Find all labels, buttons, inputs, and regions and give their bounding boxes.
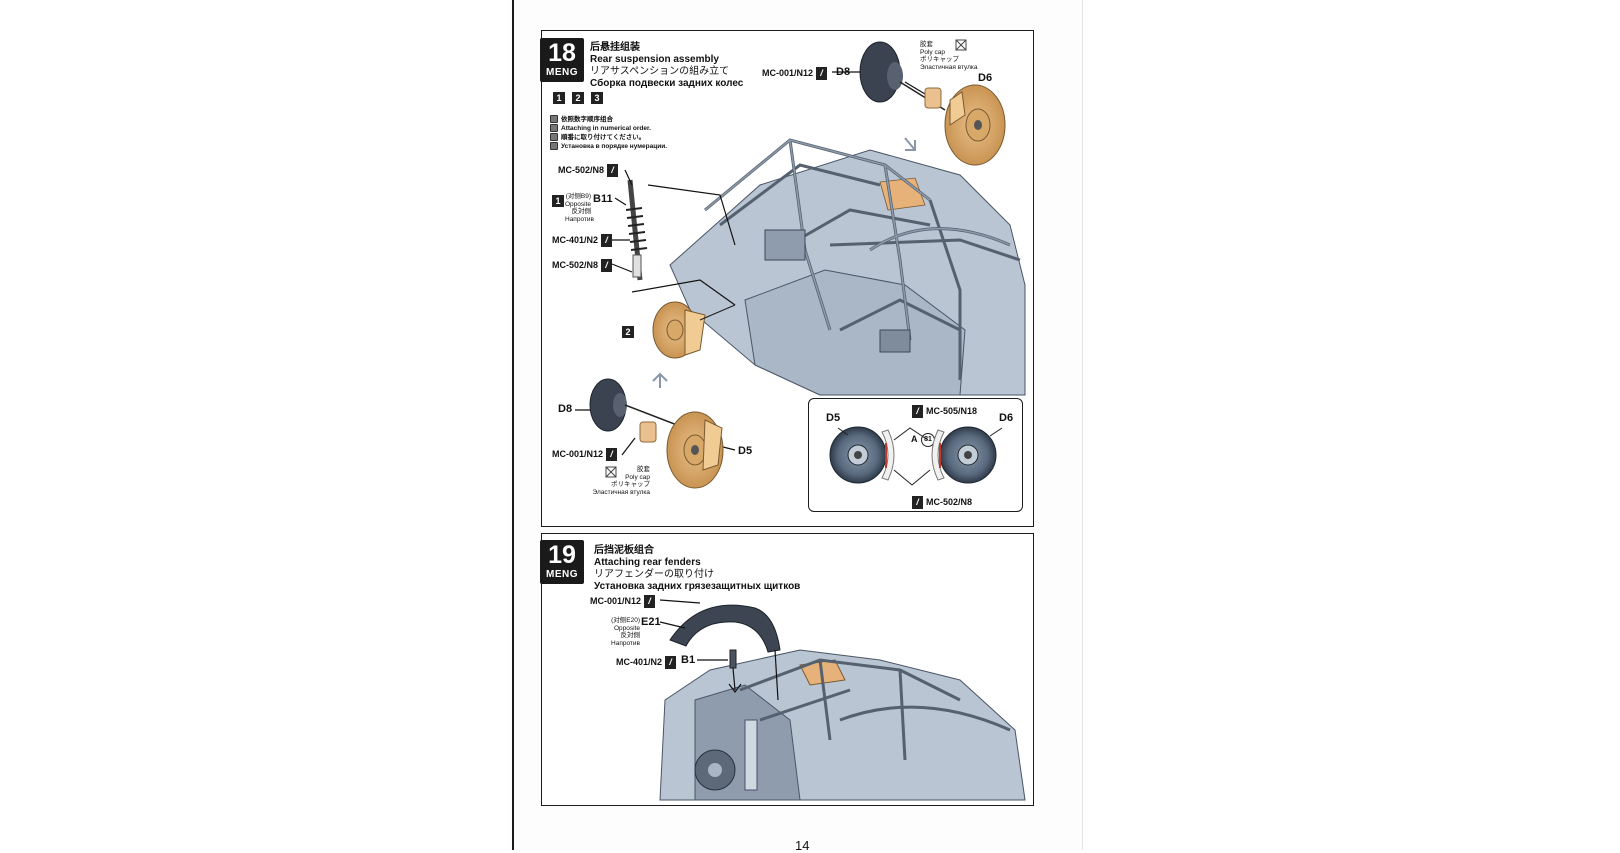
shock-absorber-b11 — [625, 179, 648, 281]
direction-arrows — [652, 137, 916, 388]
rear-chassis-drawing — [669, 138, 1026, 396]
step-18-number: 18 — [548, 39, 576, 67]
step-18-instructions: 依照数字顺序组合 Attaching in numerical order. 順… — [550, 115, 667, 151]
part-d6-top-label: D6 — [978, 72, 993, 84]
screwdriver-icon: / — [912, 405, 923, 418]
lang-ru-icon — [550, 142, 558, 151]
part-d5-low-label: D5 — [738, 445, 753, 457]
lang-cn-icon — [550, 115, 558, 124]
callout-mc502-top: MC-502/N8/ — [558, 164, 619, 177]
step-19-title-en: Attaching rear fenders — [594, 557, 701, 568]
step-18-title-jp: リアサスペンションの組み立て — [590, 66, 730, 77]
detail-d6-label: D6 — [999, 412, 1014, 424]
lower-hub-assembly — [589, 378, 724, 489]
instruction-line-jp: 順番に取り付けてください。 — [550, 133, 667, 142]
screwdriver-icon: / — [606, 448, 618, 461]
screwdriver-icon: / — [912, 496, 923, 509]
part-b11-label: B11 — [593, 193, 613, 205]
screwdriver-icon: / — [601, 234, 613, 247]
step-19-title-jp: リアフェンダーの取り付け — [594, 569, 714, 580]
step-18-badge: 18 MENG — [540, 38, 584, 82]
step19-leader-lines — [659, 599, 779, 701]
meng-logo: MENG — [546, 569, 578, 580]
lang-jp-icon — [550, 133, 558, 142]
instruction-line-ru: Установка в порядке нумерации. — [550, 142, 667, 151]
step-19-title: 后挡泥板组合 Attaching rear fenders リアフェンダーの取り… — [594, 545, 800, 593]
step-19-title-cn: 后挡泥板组合 — [594, 545, 654, 556]
callout-mc401: MC-401/N2/ — [552, 234, 613, 247]
callout-mc502-mid: MC-502/N8/ — [552, 259, 613, 272]
poly-cap-icon-marks — [605, 39, 967, 478]
instruction-line-cn: 依照数字顺序组合 — [550, 115, 667, 124]
detail-d5-label: D5 — [826, 412, 841, 424]
step-18-title-ru: Сборка подвески задних колес — [590, 78, 744, 89]
middle-hub-assembly — [652, 301, 736, 359]
part-d8-low-label: D8 — [558, 403, 573, 415]
step19-callout-mc001: MC-001/N12/ — [590, 595, 656, 608]
step-18-title: 后悬挂组装 Rear suspension assembly リアサスペンション… — [590, 42, 743, 90]
page-right-edge — [1082, 0, 1083, 850]
decal-a-label: A — [911, 434, 918, 444]
screwdriver-icon: / — [601, 259, 613, 272]
screwdriver-icon: / — [665, 656, 677, 669]
step-19-title-ru: Установка задних грязезащитных щитков — [594, 581, 801, 592]
sequence-1: 1 — [553, 92, 565, 104]
step19-callout-mc401: MC-401/N2/ — [616, 656, 677, 669]
callout-low-mc001: MC-001/N12/ — [552, 448, 618, 461]
step-19-number: 19 — [548, 541, 576, 569]
step-2-index-badge: 2 — [622, 326, 634, 338]
part-b1-label: B1 — [681, 654, 696, 666]
screwdriver-icon: / — [607, 164, 619, 177]
step-18-title-cn: 后悬挂组装 — [590, 42, 640, 53]
b11-index-badge: 1 — [552, 195, 564, 207]
step-18-title-en: Rear suspension assembly — [590, 54, 719, 65]
part-e21-label: E21 — [641, 616, 661, 628]
lang-en-icon — [550, 124, 558, 133]
screwdriver-icon: / — [644, 595, 656, 608]
detail-mc502-callout: /MC-502/N8 — [912, 496, 972, 509]
screwdriver-icon: / — [816, 67, 828, 80]
detail-brake-discs — [829, 426, 1003, 486]
top-hub-assembly — [859, 41, 1006, 166]
instruction-line-en: Attaching in numerical order. — [550, 124, 667, 133]
detail-mc505-callout: /MC-505/N18 — [912, 405, 977, 418]
sequence-2: 2 — [572, 92, 584, 104]
callout-top-mc001: MC-001/N12/ — [762, 67, 828, 80]
step-19-badge: 19 MENG — [540, 540, 584, 584]
page-number: 14 — [795, 838, 810, 853]
sequence-3: 3 — [591, 92, 603, 104]
fender-chassis-drawing — [659, 649, 1026, 801]
page-binding-edge — [512, 0, 514, 850]
meng-logo: MENG — [546, 67, 578, 78]
